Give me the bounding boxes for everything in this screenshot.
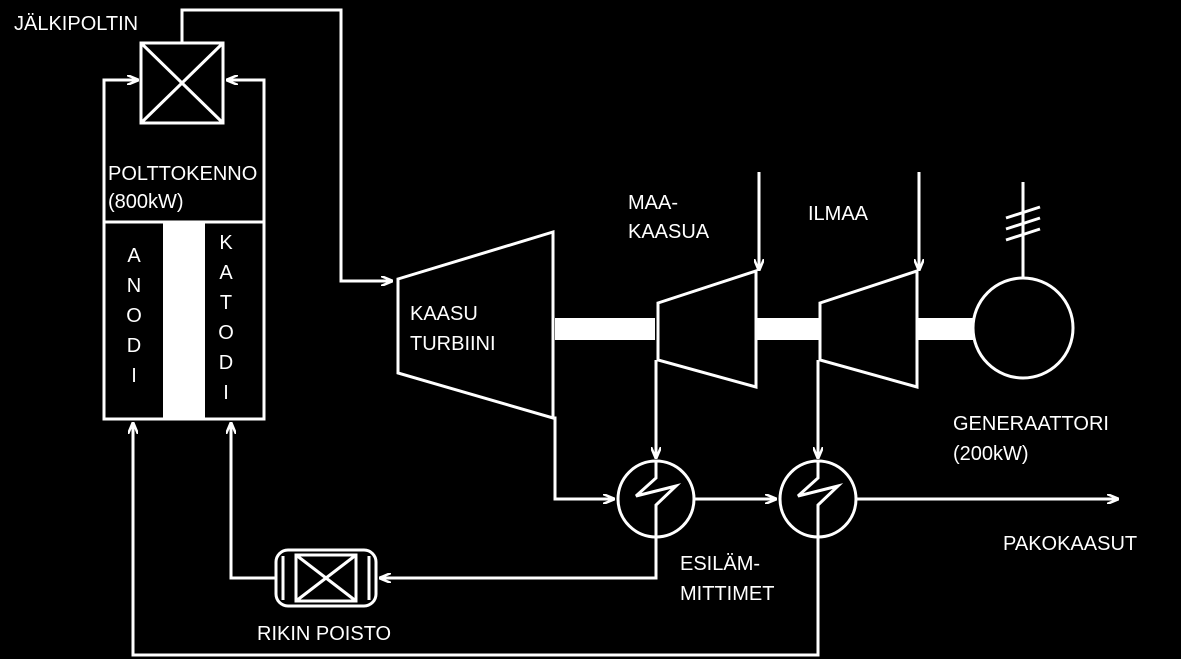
air-label: ILMAA xyxy=(808,203,869,225)
preheaters-label-line-2: MITTIMET xyxy=(680,583,774,605)
shaft-1 xyxy=(555,318,655,340)
fuel-cell-label-line-2: (800kW) xyxy=(108,191,184,213)
gas-to-desulfurization-line xyxy=(380,537,658,578)
preheater-1 xyxy=(616,459,696,539)
fuel-cell-stack xyxy=(102,220,266,421)
turbine-label-line-1: KAASU xyxy=(410,303,478,325)
anode-letter: A xyxy=(127,245,141,267)
preheaters-label-line-1: ESILÄM- xyxy=(680,553,760,575)
afterburner-block xyxy=(139,41,225,125)
generator-terminal-icon xyxy=(1005,205,1041,242)
cathode-letter: I xyxy=(223,382,229,404)
natural-gas-label-line-2: KAASUA xyxy=(628,221,710,243)
generator-label-line-1: GENERAATTORI xyxy=(953,413,1109,435)
turbine-exhaust-line xyxy=(553,416,614,499)
afterburner-to-turbine-line xyxy=(180,8,392,281)
fuel-cell-left-outlet-line xyxy=(102,80,138,222)
anode-letter: O xyxy=(126,305,142,327)
shaft-2 xyxy=(757,318,820,340)
cathode-letter: T xyxy=(220,292,232,314)
generator-label-line-2: (200kW) xyxy=(953,443,1029,465)
anode-letter: N xyxy=(127,275,141,297)
desulfurization-to-cathode-line xyxy=(231,423,276,580)
gas-turbine xyxy=(396,229,555,420)
fuel-cell-right-outlet-line xyxy=(227,80,266,222)
cathode-letter: A xyxy=(219,262,233,284)
gas-compressor xyxy=(656,268,758,389)
fuel-cell-label-line-1: POLTTOKENNO xyxy=(108,163,257,185)
desulfurization-label: RIKIN POISTO xyxy=(257,623,391,645)
anode-letter: I xyxy=(131,365,137,387)
air-compressor xyxy=(818,268,919,389)
shaft-3 xyxy=(917,318,974,340)
natural-gas-label-line-1: MAA- xyxy=(628,192,678,214)
exhaust-label: PAKOKAASUT xyxy=(1003,533,1137,555)
turbine-label-line-2: TURBIINI xyxy=(410,333,496,355)
desulfurization-unit xyxy=(274,548,378,608)
afterburner-label: JÄLKIPOLTIN xyxy=(14,13,138,35)
generator xyxy=(971,276,1075,380)
cathode-letter: D xyxy=(219,352,233,374)
air-to-anode-line xyxy=(133,423,820,657)
cathode-letter: O xyxy=(218,322,234,344)
preheater-2 xyxy=(778,459,858,539)
cathode-letter: K xyxy=(219,232,233,254)
anode-letter: D xyxy=(127,335,141,357)
